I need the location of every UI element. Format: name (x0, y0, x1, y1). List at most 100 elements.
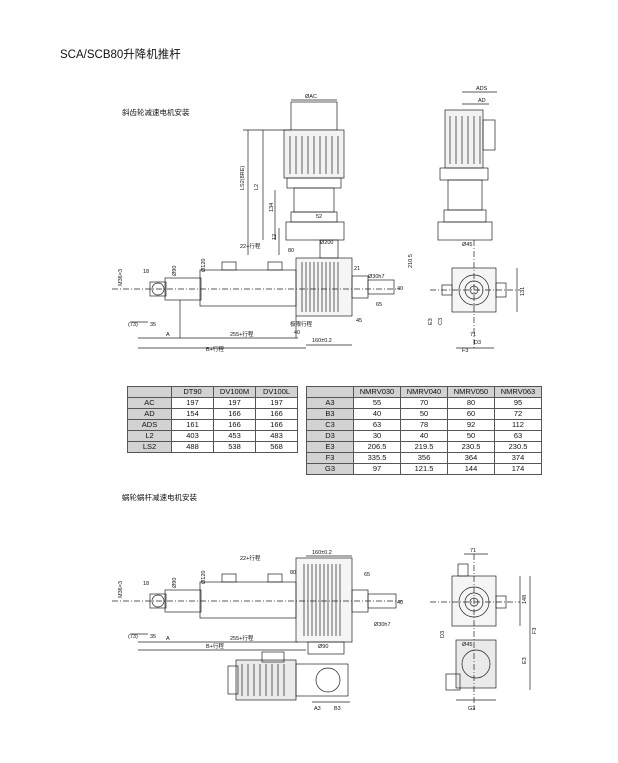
dim-e3-2: E3 (522, 657, 528, 664)
table-header-cell: NMRV040 (400, 386, 448, 398)
table-header-cell: DT90 (171, 386, 214, 398)
worm-gearbox-dimension-table: NMRV030 NMRV040 NMRV050 NMRV063 A3 55 70… (306, 386, 542, 475)
table-cell: 166 (213, 408, 256, 420)
table-row-header: F3 (306, 452, 354, 464)
dim-l2: L2 (254, 184, 260, 190)
table-cell: 161 (171, 419, 214, 431)
table-cell: 166 (255, 419, 298, 431)
dim-o200: Ø200 (320, 240, 333, 246)
dim-255-stroke: 255+行程 (230, 330, 254, 338)
motor-side-view (283, 101, 345, 241)
helical-front-view (430, 109, 520, 350)
table-cell: 40 (353, 408, 401, 420)
dim-o90-2: Ø90 (172, 578, 178, 588)
dim-o30h7: Ø30h7 (368, 274, 385, 280)
table-cell: 72 (494, 408, 542, 420)
dim-22-stroke-2: 22+行程 (240, 554, 261, 562)
dim-o30h7-2: Ø30h7 (374, 622, 391, 628)
dim-o45-2: Ø45 (462, 642, 472, 648)
table-cell: 219.5 (400, 441, 448, 453)
table-cell: 50 (400, 408, 448, 420)
table-header-cell (127, 386, 172, 398)
table-row-header: E3 (306, 441, 354, 453)
dim-o90-b: Ø90 (318, 644, 328, 650)
table-cell: 374 (494, 452, 542, 464)
table-cell: 154 (171, 408, 214, 420)
dim-65: 65 (376, 302, 382, 308)
motor-dimension-table: DT90 DV100M DV100L AC 197 197 197 AD 154… (127, 386, 298, 453)
table-row: ADS 161 166 166 (127, 419, 298, 431)
dim-40-2: 40 (397, 600, 403, 606)
table-cell: 70 (400, 397, 448, 409)
table-cell: 483 (255, 430, 298, 442)
table-row: AC 197 197 197 (127, 397, 298, 409)
table-cell: 30 (353, 430, 401, 442)
table-cell: 230.5 (447, 441, 495, 453)
dim-b3: B3 (334, 706, 341, 712)
table-row-header: ADS (127, 419, 172, 431)
table-cell: 78 (400, 419, 448, 431)
dim-m36-2: M36×3 (118, 581, 124, 598)
table-header-row: NMRV030 NMRV040 NMRV050 NMRV063 (306, 386, 542, 398)
table-cell: 112 (494, 419, 542, 431)
table-cell: 488 (171, 441, 214, 453)
limit-stroke-label: 极限行程 (290, 320, 313, 328)
dim-18: 18 (143, 269, 149, 275)
dim-255-stroke-2: 255+行程 (230, 634, 254, 642)
table-cell: 174 (494, 463, 542, 475)
dim-160: 160±0.2 (312, 338, 332, 344)
table-cell: 206.5 (353, 441, 401, 453)
table-header-row: DT90 DV100M DV100L (127, 386, 298, 398)
dim-e3: E3 (428, 318, 434, 325)
dim-o120-2: Ø120 (201, 571, 207, 584)
dim-a3: A3 (314, 706, 321, 712)
table-row: E3 206.5 219.5 230.5 230.5 (306, 441, 542, 453)
table-row: L2 403 453 483 (127, 430, 298, 442)
table-row-header: D3 (306, 430, 354, 442)
dim-a-2: A (166, 636, 170, 642)
dim-131: 131 (520, 287, 526, 296)
dim-m36: M36×3 (118, 269, 124, 286)
table-cell: 80 (447, 397, 495, 409)
dim-45: 45 (356, 318, 362, 324)
table-row-header: C3 (306, 419, 354, 431)
table-row: G3 97 121.5 144 174 (306, 463, 542, 475)
dim-73-2: (73) (128, 634, 138, 640)
dim-40-left: 40 (294, 330, 300, 336)
dim-12: 12 (272, 234, 278, 240)
worm-front-view (430, 554, 520, 710)
dim-ls2: LS2(8RE) (240, 166, 246, 190)
dim-f3-2: F3 (532, 628, 538, 634)
table-cell: 538 (213, 441, 256, 453)
dim-d3: D3 (474, 340, 481, 346)
table-cell: 63 (494, 430, 542, 442)
dim-80-2: 80 (290, 570, 296, 576)
actuator-side-view-2 (112, 557, 402, 655)
section-title-worm: 蜗轮蜗杆减速电机安装 (122, 493, 197, 502)
table-cell: 50 (447, 430, 495, 442)
table-cell: 121.5 (400, 463, 448, 475)
table-cell: 63 (353, 419, 401, 431)
table-row: A3 55 70 80 95 (306, 397, 542, 409)
table-header-cell: NMRV063 (494, 386, 542, 398)
dim-21: 21 (354, 266, 360, 272)
dim-d3-2: D3 (440, 631, 446, 638)
table-cell: 335.5 (353, 452, 401, 464)
dim-18-2: 18 (143, 581, 149, 587)
table-cell: 40 (400, 430, 448, 442)
table-row-header: LS2 (127, 441, 172, 453)
dim-80: 80 (288, 248, 294, 254)
table-row-header: AD (127, 408, 172, 420)
table-header-cell: DV100M (213, 386, 256, 398)
table-cell: 230.5 (494, 441, 542, 453)
worm-drawing: 160±0.2 22+行程 80 Ø120 Ø90 M36×3 18 65 40… (112, 548, 538, 712)
dim-52: 52 (316, 214, 322, 220)
table-cell: 92 (447, 419, 495, 431)
table-cell: 60 (447, 408, 495, 420)
dim-ads: ADS (476, 86, 488, 92)
table-header-cell (306, 386, 354, 398)
table-cell: 453 (213, 430, 256, 442)
section-title-helical: 斜齿轮减速电机安装 (122, 108, 190, 117)
table-cell: 197 (255, 397, 298, 409)
table-cell: 95 (494, 397, 542, 409)
